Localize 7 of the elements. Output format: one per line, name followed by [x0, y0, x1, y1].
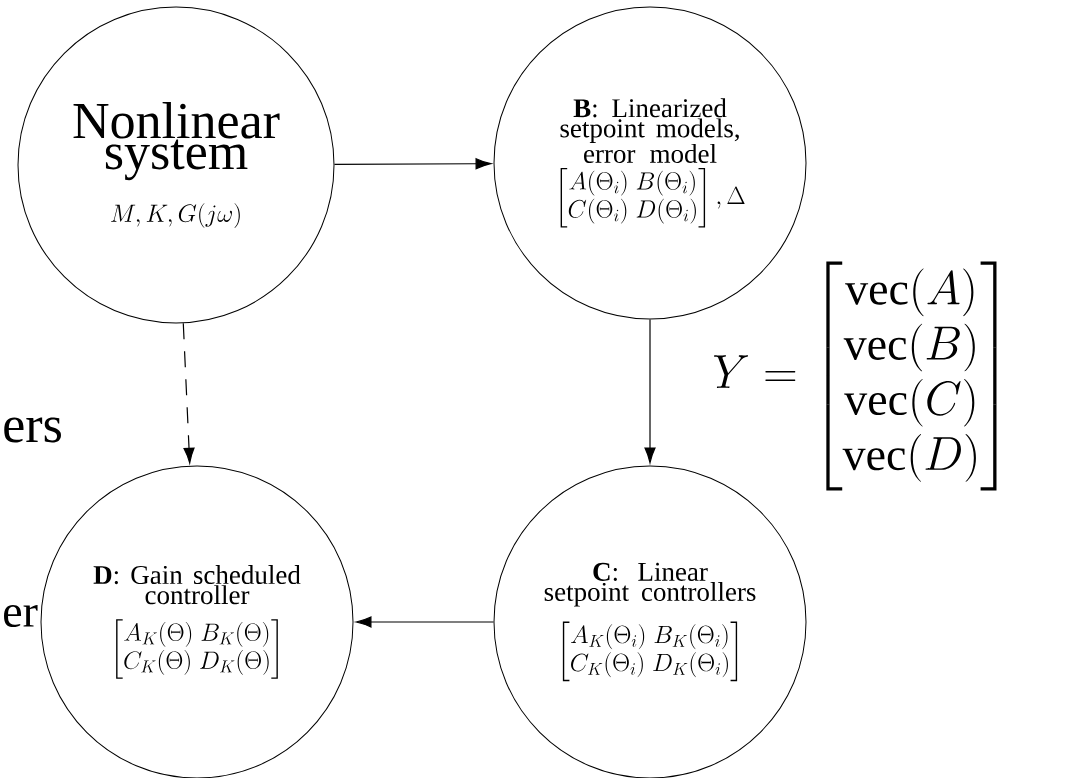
text-fragment: ers [4, 417, 61, 443]
circle-node: B: Linearized setpoint models, error model $\begin{bmatrix} A(\Theta_i)\; B(\Theta_i) \\ C(\Theta_i)\; D(\Theta_i) \end{bmatrix}, \Delta$ [493, 6, 807, 320]
arrow [355, 616, 495, 628]
arrow [644, 318, 656, 464]
arrow [333, 158, 492, 170]
dashed-arrow [182, 322, 195, 464]
circle-node: Nonlinear system $M, K, G(j\omega)$ [17, 6, 335, 324]
